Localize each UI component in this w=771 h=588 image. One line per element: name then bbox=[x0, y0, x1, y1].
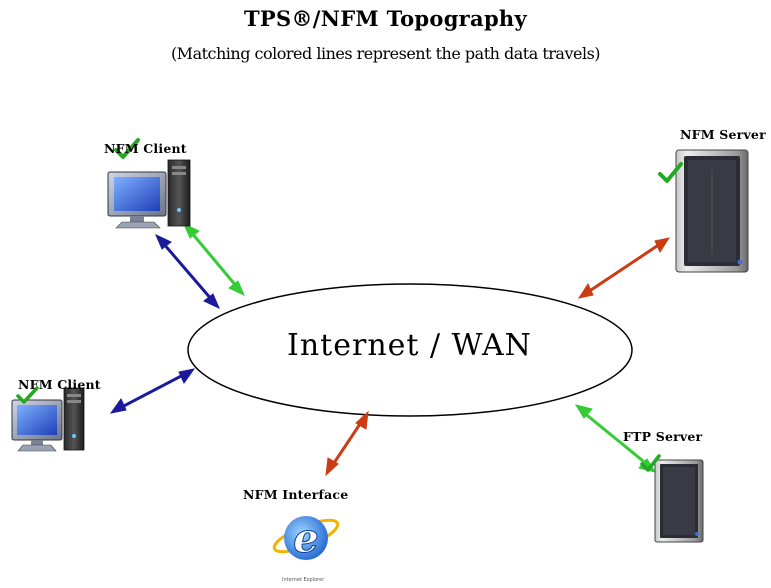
arrow-green-top-client bbox=[183, 222, 245, 297]
internet-wan-ellipse bbox=[187, 283, 633, 417]
arrow-orange-nfm-interface bbox=[325, 410, 369, 477]
nfm-client-left-label: NFM Client bbox=[18, 377, 101, 392]
tower-server-icon bbox=[675, 149, 749, 273]
ie-icon-caption: Internet Explorer bbox=[282, 577, 325, 583]
diagram-subtitle: (Matching colored lines represent the pa… bbox=[170, 44, 601, 63]
internet-explorer-icon: e bbox=[272, 515, 340, 563]
internet-wan-label: Internet / WAN bbox=[287, 328, 532, 363]
tower-server-icon bbox=[654, 459, 704, 543]
arrow-orange-nfm-server bbox=[577, 237, 671, 299]
desktop-computer-icon bbox=[11, 387, 85, 452]
arrow-blue-top-client bbox=[155, 233, 220, 310]
check-icon bbox=[658, 162, 683, 183]
nfm-server-label: NFM Server bbox=[680, 127, 766, 142]
desktop-computer-icon bbox=[107, 159, 191, 229]
svg-text:e: e bbox=[293, 515, 318, 562]
ftp-server-label: FTP Server bbox=[623, 429, 703, 444]
check-icon bbox=[16, 386, 39, 404]
nfm-interface-label: NFM Interface bbox=[243, 487, 349, 502]
nfm-client-top-label: NFM Client bbox=[104, 141, 187, 156]
arrow-blue-left-client bbox=[109, 368, 196, 414]
check-icon bbox=[114, 138, 140, 159]
check-icon bbox=[640, 454, 661, 472]
diagram-title: TPS®/NFM Topography bbox=[243, 6, 528, 31]
